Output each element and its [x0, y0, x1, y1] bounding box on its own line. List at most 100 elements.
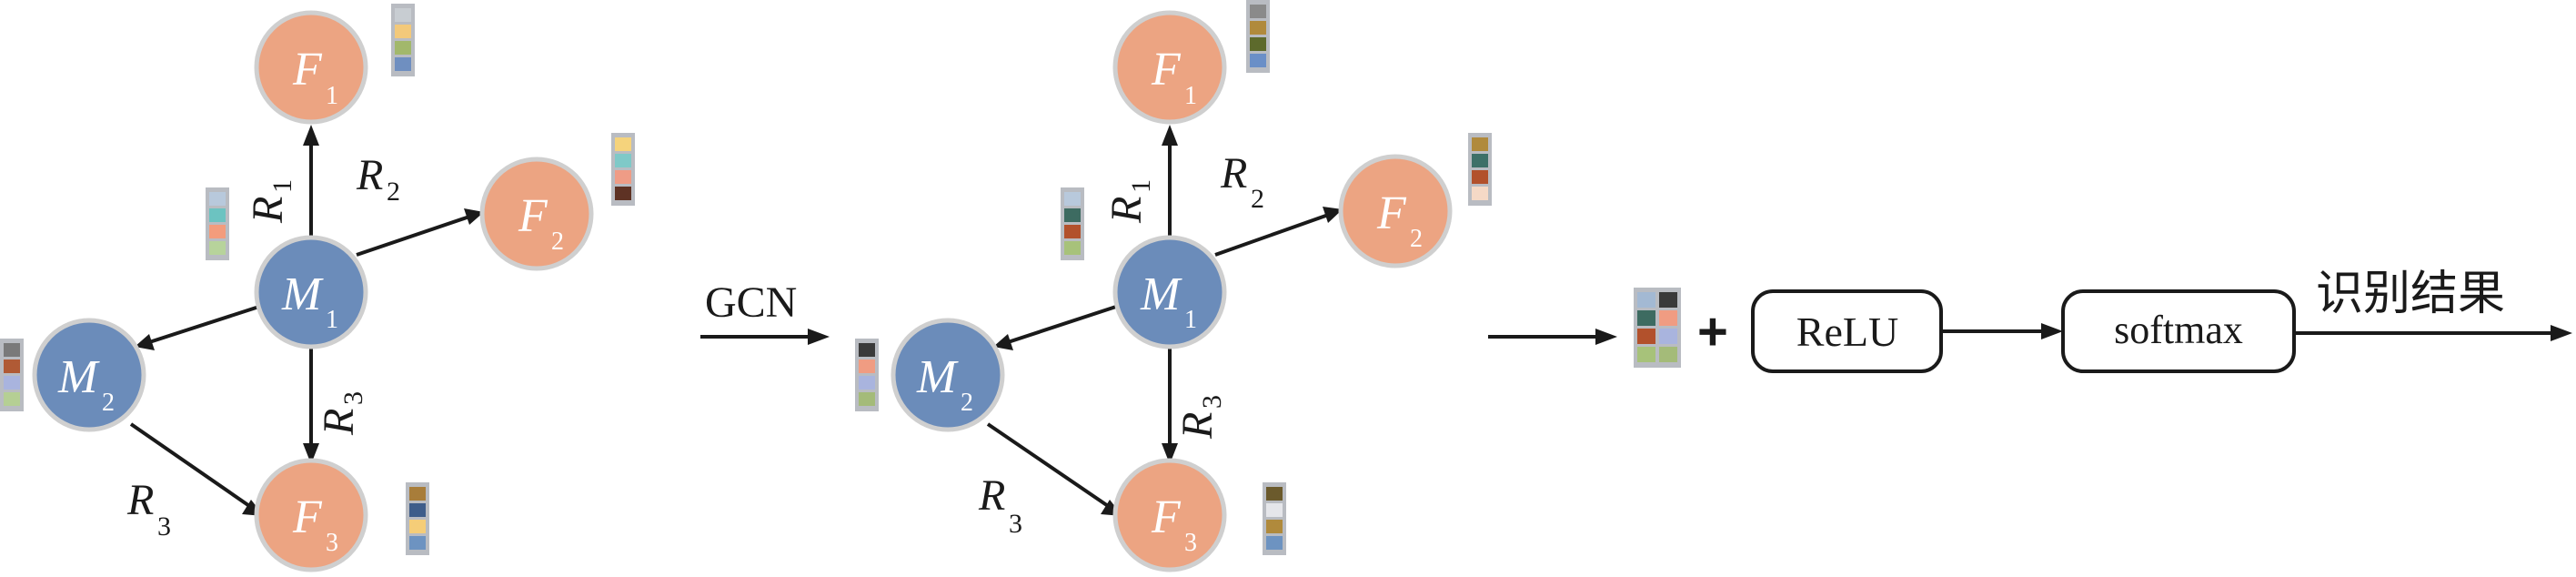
svg-text:1: 1 — [1184, 82, 1197, 110]
svg-text:F: F — [292, 44, 323, 96]
feature-cell — [1266, 503, 1283, 517]
svg-text:1: 1 — [1126, 179, 1156, 193]
arrowhead-f1-after — [1162, 125, 1178, 146]
feature-cell — [1472, 187, 1488, 200]
feature-cell — [1637, 329, 1655, 344]
feature-cell — [409, 487, 426, 501]
feature-cell — [615, 170, 631, 184]
feature-cell — [1250, 37, 1266, 51]
feature-cell — [1659, 329, 1677, 344]
svg-text:2: 2 — [961, 389, 973, 417]
feature-cell — [1064, 192, 1081, 206]
feature-cell — [1250, 5, 1266, 18]
svg-text:3: 3 — [1197, 395, 1227, 409]
softmax-label: softmax — [2114, 308, 2243, 352]
feature-cell — [1250, 21, 1266, 35]
feature-cell — [409, 536, 426, 550]
svg-text:3: 3 — [1184, 529, 1197, 557]
result-label: 识别结果 — [2316, 267, 2505, 321]
svg-text:M: M — [916, 351, 959, 403]
arrowhead-f2 — [464, 208, 484, 225]
relu-label: ReLU — [1796, 309, 1898, 355]
edge-label-r3-diagonal-before: R 3 — [126, 476, 171, 542]
feature-cell — [1266, 487, 1283, 501]
svg-text:R: R — [1102, 197, 1151, 224]
arrowhead-f3 — [303, 443, 319, 464]
feature-vector-m2-after — [855, 339, 879, 411]
feature-vector-m2-before — [0, 339, 24, 411]
arrowhead-m2-after — [993, 334, 1013, 350]
feature-cell — [209, 225, 226, 238]
svg-text:F: F — [518, 190, 548, 242]
feature-cell — [1637, 310, 1655, 326]
feature-vector-f3-before — [406, 482, 429, 555]
feature-cell — [1659, 292, 1677, 308]
svg-text:R: R — [356, 151, 383, 199]
edge-m1-m2 — [143, 302, 268, 346]
node-f1-after: F 1 — [1112, 10, 1227, 125]
svg-text:3: 3 — [1009, 509, 1022, 539]
svg-text:R: R — [1220, 149, 1247, 197]
feature-cell — [859, 392, 875, 406]
feature-cell — [209, 192, 226, 206]
edge-label-r1-after: R 1 — [1102, 179, 1156, 224]
feature-cell — [1472, 154, 1488, 167]
feature-cell — [859, 376, 875, 390]
gcn-transition: GCN — [700, 278, 830, 345]
svg-text:1: 1 — [267, 179, 297, 193]
pipeline-arrow-mid-head — [2041, 323, 2063, 339]
feature-cell — [4, 376, 20, 390]
feature-cell — [1064, 208, 1081, 222]
feature-vector-m1-after — [1061, 187, 1084, 260]
feature-cell — [859, 359, 875, 373]
feature-cell — [1637, 292, 1655, 308]
svg-text:R: R — [315, 409, 363, 436]
svg-text:2: 2 — [1251, 184, 1264, 214]
svg-text:M: M — [1140, 268, 1182, 320]
svg-text:1: 1 — [1184, 306, 1197, 334]
svg-text:3: 3 — [157, 511, 171, 542]
svg-text:F: F — [1376, 187, 1407, 239]
feature-cell — [1637, 347, 1655, 362]
feature-cell — [1659, 347, 1677, 362]
feature-cell — [1266, 536, 1283, 550]
pipeline-arrow-in-head — [1595, 329, 1617, 345]
arrowhead-m2 — [135, 334, 155, 350]
svg-text:3: 3 — [338, 391, 368, 405]
svg-text:1: 1 — [326, 306, 338, 334]
node-m2-before: M 2 — [32, 318, 146, 432]
feature-vector-f3-after — [1263, 482, 1286, 555]
node-f2-before: F 2 — [479, 157, 594, 271]
edge-label-r2-after: R 2 — [1220, 149, 1264, 214]
svg-text:3: 3 — [326, 529, 338, 557]
feature-cell — [4, 343, 20, 357]
svg-text:F: F — [1151, 491, 1182, 543]
feature-cell — [395, 25, 411, 38]
feature-cell — [1472, 170, 1488, 184]
svg-text:M: M — [57, 351, 100, 403]
pipeline-arrow-out-head — [2551, 325, 2572, 341]
svg-text:R: R — [1173, 412, 1222, 440]
edge-m1-f2 — [356, 213, 476, 257]
feature-cell — [1472, 137, 1488, 151]
node-f3-before: F 3 — [254, 458, 368, 572]
feature-cell — [615, 187, 631, 200]
svg-text:2: 2 — [551, 228, 564, 256]
feature-cell — [409, 503, 426, 517]
svg-text:2: 2 — [102, 389, 115, 417]
edge-m1-m2-after — [1001, 302, 1125, 346]
feature-vector-f2-before — [611, 133, 635, 206]
edges-before — [129, 125, 484, 516]
edge-m1-f2-after — [1214, 211, 1334, 257]
feature-cell — [395, 57, 411, 71]
feature-cell — [4, 392, 20, 406]
feature-cell — [1659, 310, 1677, 326]
feature-cell — [615, 137, 631, 151]
gcn-label: GCN — [705, 278, 797, 327]
edge-m2-f3-after — [986, 422, 1115, 511]
feature-cell — [1064, 241, 1081, 255]
feature-vector-f2-after — [1468, 133, 1492, 206]
graph-before: R 1 R 2 R 3 R 3 F 1 F 2 M 1 — [0, 4, 635, 572]
feature-vector-f1-before — [391, 4, 415, 76]
